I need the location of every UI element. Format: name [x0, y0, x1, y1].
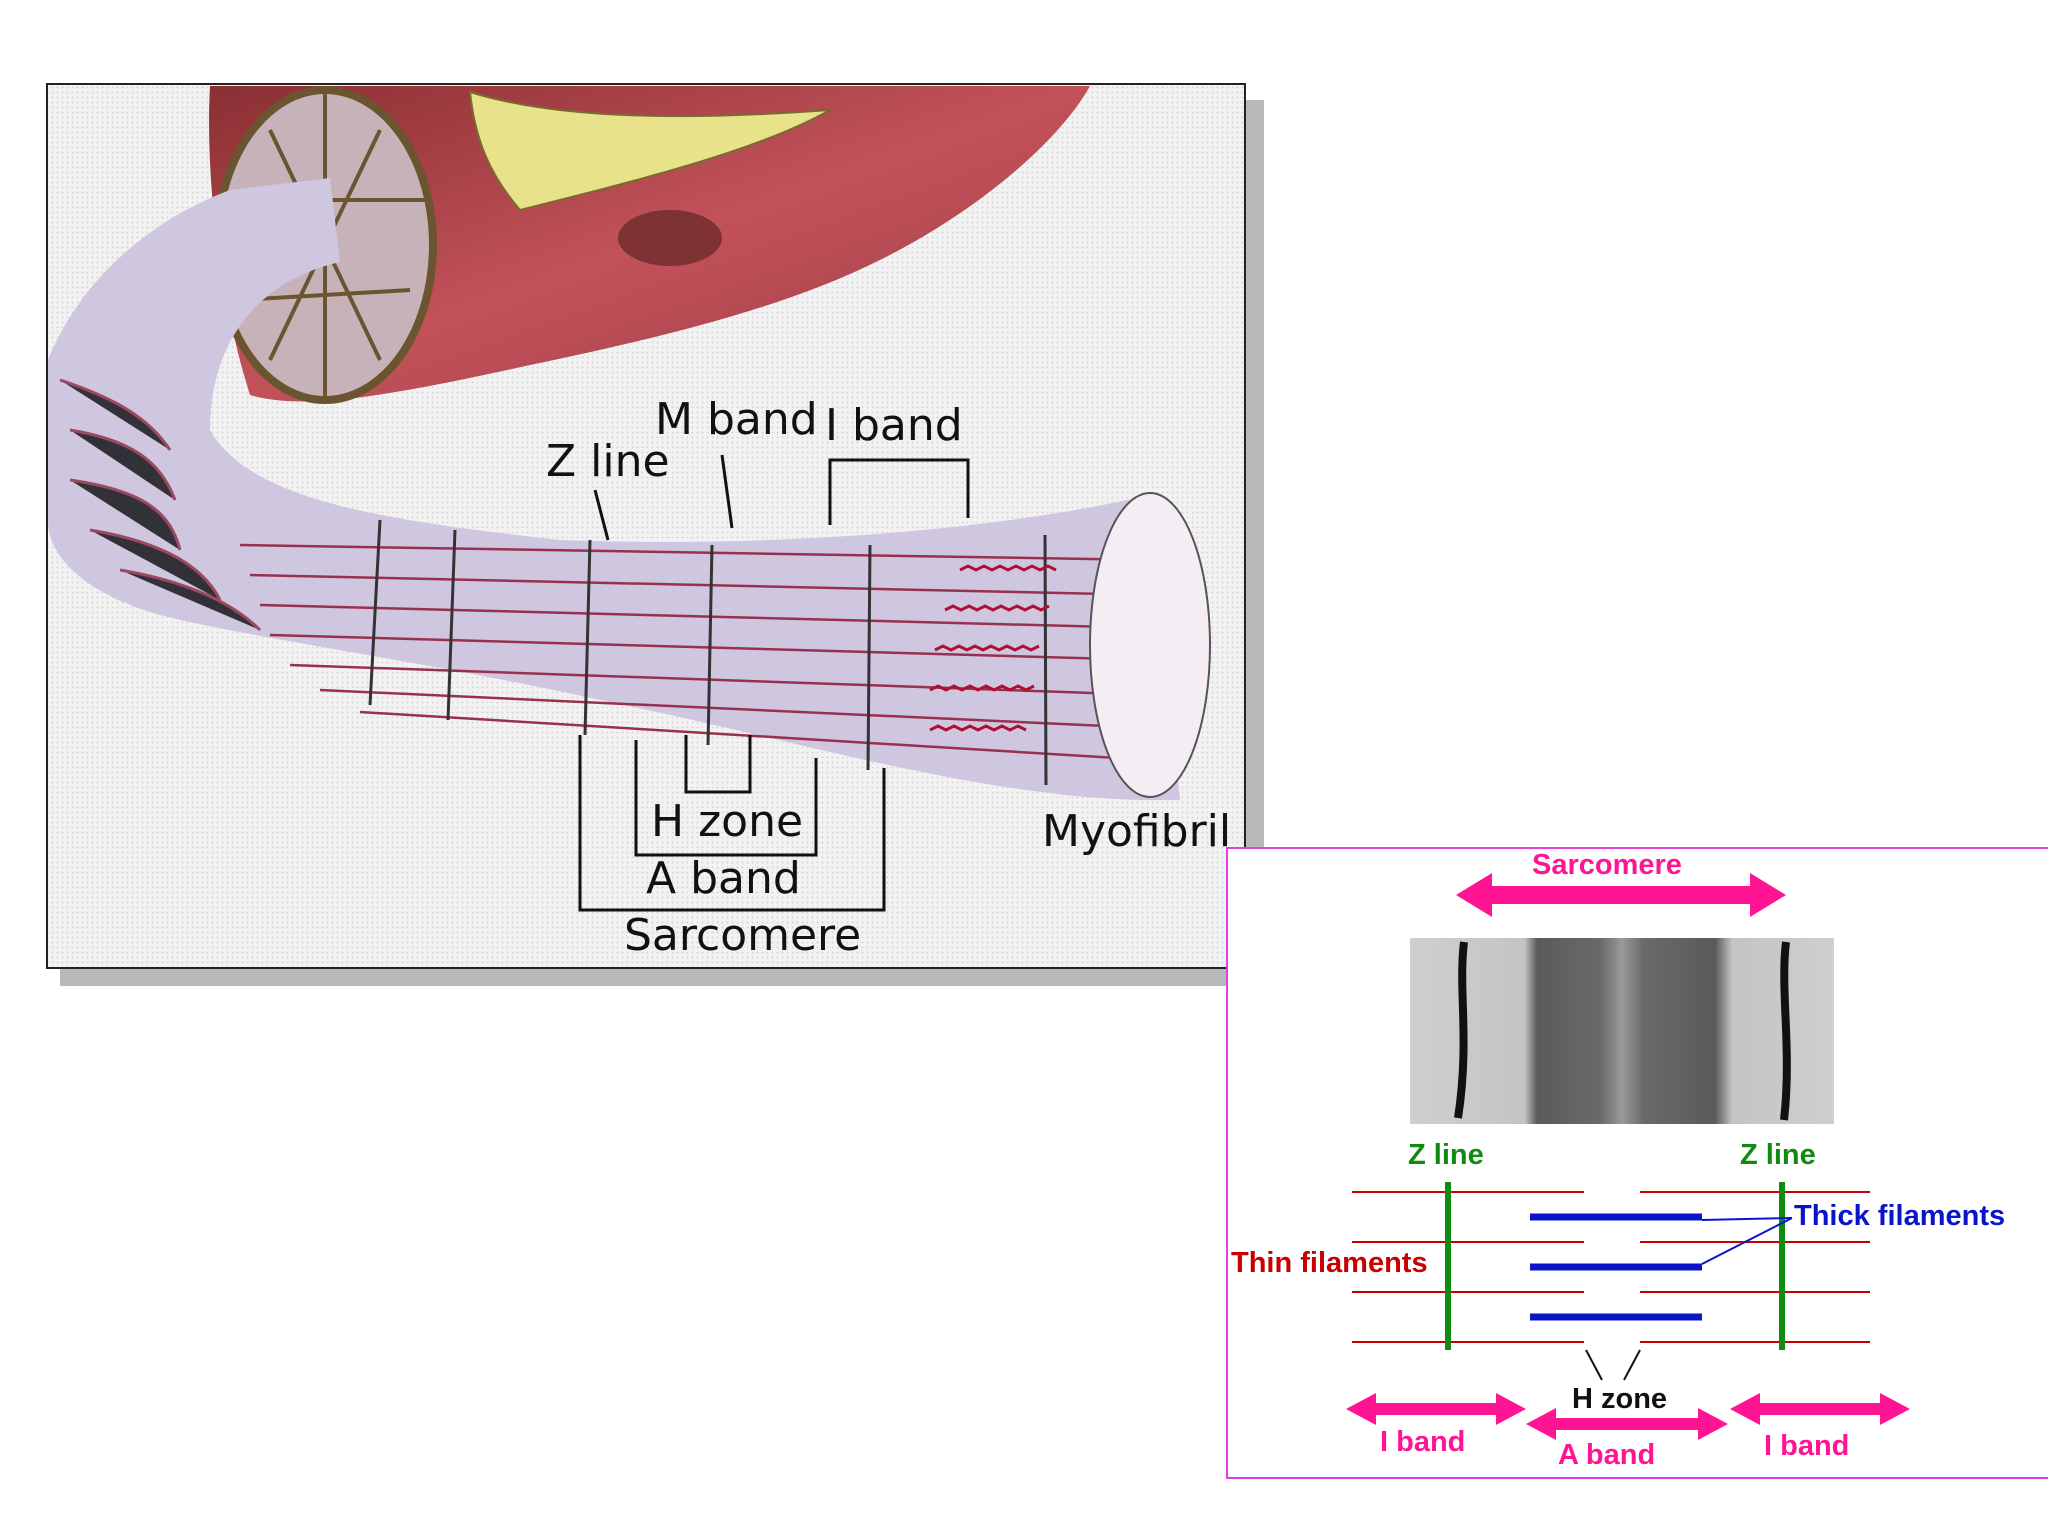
myofibril-label: Myofibril [1042, 806, 1231, 857]
i-band-bracket [828, 458, 970, 525]
z-line-leader [593, 489, 610, 541]
nucleus [618, 210, 722, 266]
i-band-left-arrow [1346, 1393, 1526, 1425]
i-band-right-arrow [1730, 1393, 1910, 1425]
i-band-right-label: I band [1764, 1430, 1849, 1462]
m-band-label: M band [655, 394, 818, 445]
thick-filament-squiggles [929, 564, 1057, 732]
micrograph-z-line-right [1780, 941, 1791, 1121]
thick-filaments [1530, 1213, 1702, 1321]
a-band-bracket [634, 740, 818, 857]
sarcomere-arrow [1456, 873, 1786, 917]
myofibril-tube [48, 178, 1180, 801]
myofibril-end-face [1089, 492, 1211, 798]
h-zone-pointers [1585, 1349, 1641, 1381]
thin-filaments [1352, 1191, 1870, 1343]
z-line-left-label: Z line [1408, 1139, 1484, 1171]
connective-layer [468, 90, 831, 212]
m-band-leader [720, 454, 734, 529]
z-line-right-label: Z line [1740, 1139, 1816, 1171]
myofibril-z-lines [368, 519, 1048, 786]
h-zone-label: H zone [651, 796, 803, 847]
thick-filaments-pointer [1701, 1217, 1793, 1265]
label-leaders [578, 454, 970, 912]
a-band-arrow [1526, 1408, 1728, 1440]
a-band-label: A band [646, 853, 801, 904]
sarcomere-title: Sarcomere [1532, 849, 1682, 881]
a-band-label: A band [1558, 1439, 1655, 1471]
myofibril-striations [59, 378, 262, 632]
micrograph-z-line-left [1454, 941, 1468, 1119]
sarcomere-label: Sarcomere [624, 910, 861, 961]
sarcomere-bracket [578, 735, 886, 912]
i-band-label: I band [825, 400, 963, 451]
thick-filaments-label: Thick filaments [1794, 1200, 2005, 1232]
myofibril-illustration: Z line M band I band H zone A band Sarco… [46, 83, 1264, 986]
electron-micrograph [1410, 938, 1834, 1124]
i-band-left-label: I band [1380, 1426, 1465, 1458]
sarcomere-schematic: Sarcomere Z line Z line Thick filaments [1226, 847, 2048, 1479]
h-zone-bracket [684, 735, 752, 794]
h-zone-label: H zone [1572, 1383, 1667, 1415]
thin-filaments-label: Thin filaments [1231, 1247, 1428, 1279]
z-line-label: Z line [546, 436, 670, 487]
